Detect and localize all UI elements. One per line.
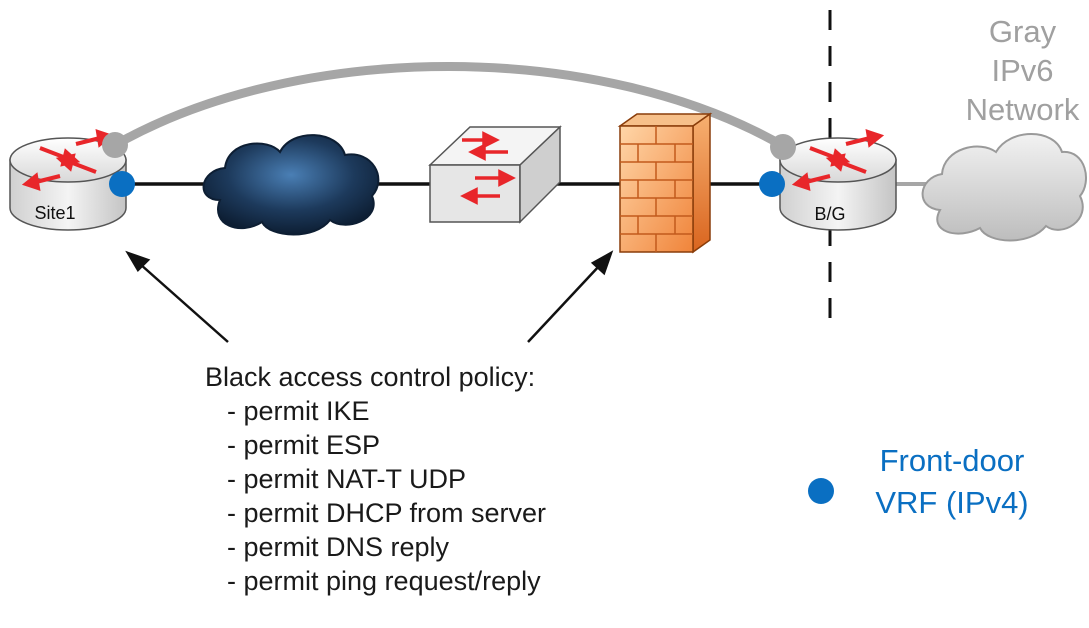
gray-ipv6-network-label: Gray IPv6 Network [960, 12, 1085, 129]
gray-cloud-icon [921, 133, 1087, 242]
bg-front-door-vrf-dot [759, 171, 785, 197]
site1-router-label: Site1 [34, 203, 75, 223]
policy-rule: - permit NAT-T UDP [227, 464, 467, 494]
site1-front-door-vrf-dot [109, 171, 135, 197]
access-control-policy: Black access control policy: - permit IK… [205, 360, 546, 598]
policy-title: Black access control policy: [205, 362, 536, 392]
policy-rule: - permit ESP [227, 430, 381, 460]
bg-router-label: B/G [814, 204, 845, 224]
legend-vrf-dot-icon [808, 478, 834, 504]
policy-rule: - permit DNS reply [227, 532, 450, 562]
bg-router-icon [779, 129, 897, 231]
policy-arrow-to-site1 [125, 250, 229, 343]
policy-arrow-to-firewall [527, 250, 614, 343]
site1-router-icon [9, 129, 127, 231]
switch-icon [428, 125, 562, 224]
policy-rule: - permit IKE [227, 396, 370, 426]
legend-line2: VRF (IPv4) [875, 485, 1029, 520]
legend-label: Front-door VRF (IPv4) [842, 440, 1062, 524]
legend-line1: Front-door [879, 443, 1025, 478]
gray-overlay-arc [110, 62, 790, 152]
site1-gray-endpoint-dot [102, 132, 128, 158]
gray-network-line2: Network [965, 92, 1080, 127]
policy-rule: - permit DHCP from server [227, 498, 547, 528]
bg-gray-endpoint-dot [770, 134, 796, 160]
dark-cloud-icon [202, 134, 380, 236]
policy-rule: - permit ping request/reply [227, 566, 541, 596]
firewall-icon [617, 112, 713, 254]
gray-network-line1: Gray IPv6 [988, 14, 1057, 88]
